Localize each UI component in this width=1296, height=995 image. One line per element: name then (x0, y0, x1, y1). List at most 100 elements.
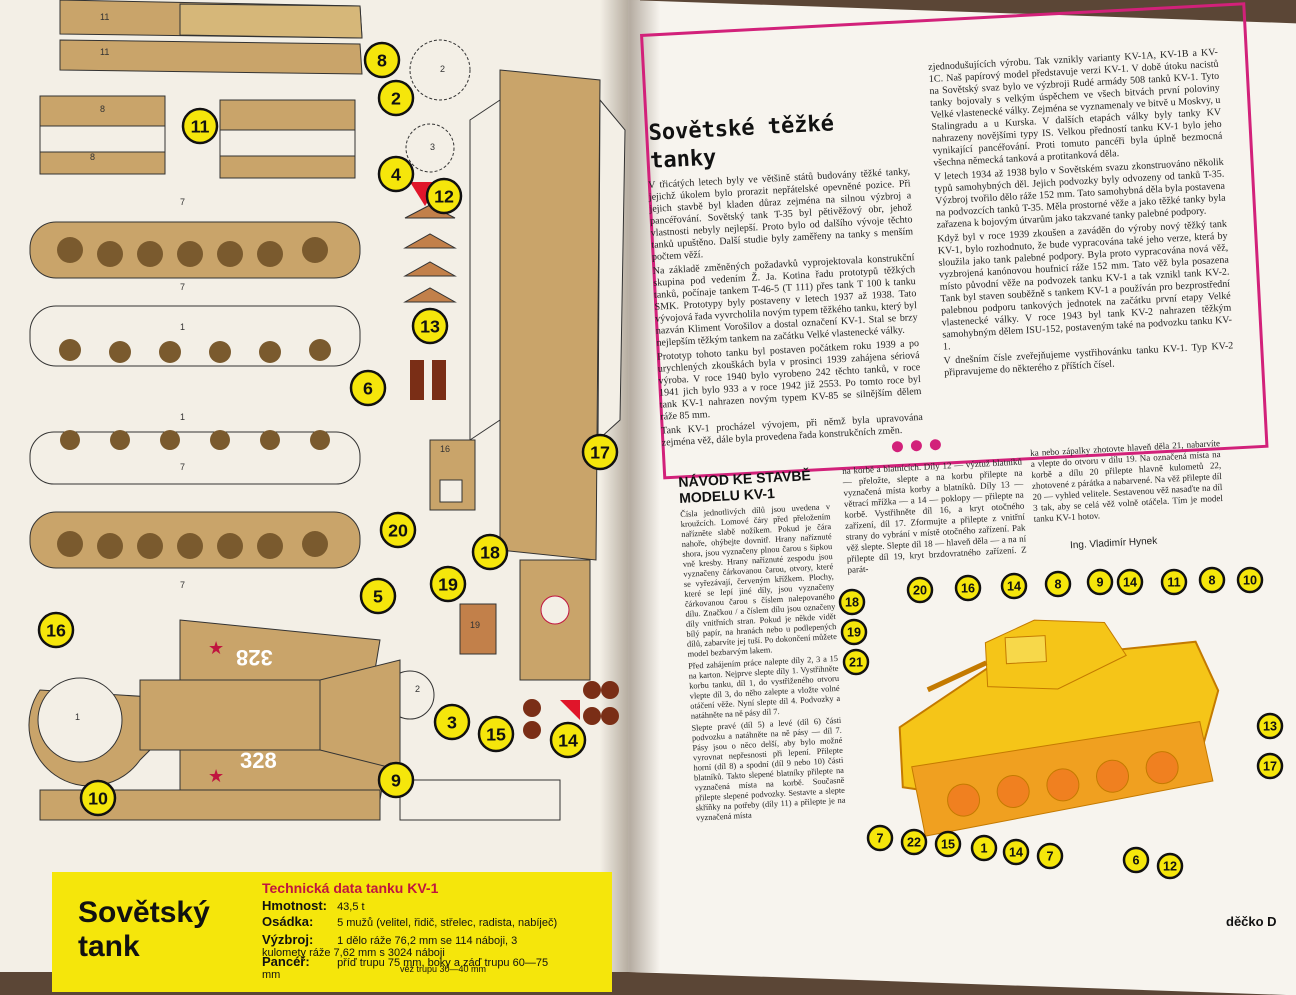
part-number-label: 12 (434, 186, 454, 206)
part-number-label: 17 (1263, 760, 1277, 774)
spec-value: 5 mužů (velitel, řidič, střelec, radista… (337, 917, 558, 929)
part-number-label: 19 (438, 574, 458, 594)
part-number-marker (1086, 568, 1114, 596)
outline-label: 1 (180, 412, 185, 422)
part-number-label: 8 (1208, 574, 1215, 588)
part-number-label: 7 (876, 832, 883, 846)
part-number-marker (359, 577, 397, 615)
outline-label: 7 (180, 282, 185, 292)
part-number-marker (1044, 570, 1072, 598)
outline-label: 7 (180, 197, 185, 207)
part-number-marker (906, 576, 934, 604)
part-number-marker (377, 155, 415, 193)
cutout-sheet: ★ ★ (28, 0, 626, 821)
triangles-part-12 (403, 204, 457, 303)
part-number-label: 14 (1123, 576, 1137, 590)
part-number-marker (1198, 566, 1226, 594)
part-number-marker (477, 715, 515, 753)
track-lower (29, 305, 361, 367)
part-number-marker (1160, 568, 1188, 596)
part-number-label: 11 (191, 116, 210, 136)
spec-extra: věž trupu 30—40 mm (400, 964, 487, 974)
part-number-marker (1116, 568, 1144, 596)
part-number-marker (363, 41, 401, 79)
part-number-marker (37, 611, 75, 649)
part-number-marker (471, 533, 509, 571)
part-number-label: 6 (363, 378, 373, 398)
part-number-marker (79, 779, 117, 817)
part-strip-top (59, 0, 363, 75)
small-parts-middle (410, 182, 619, 739)
part-number-marker (425, 177, 463, 215)
spec-label: Osádka: (262, 914, 314, 929)
part-number-label: 15 (941, 838, 955, 852)
track-3 (29, 430, 361, 485)
tech-box-title-line1: Sovětský (78, 896, 210, 929)
outline-label: 11 (100, 12, 109, 22)
part-number-label: 8 (1054, 578, 1061, 592)
part-number-label: 20 (388, 520, 408, 540)
part-boxes-11 (39, 95, 356, 179)
track-upper (29, 221, 361, 279)
part-number-label: 17 (590, 442, 610, 462)
tech-box-title: Sovětský tank (78, 896, 210, 964)
part-number-marker (433, 703, 471, 741)
part-number-marker (1236, 566, 1264, 594)
part-number-label: 8 (377, 50, 387, 70)
part-number-label: 14 (558, 730, 578, 750)
magazine-footer: děčko D (1226, 914, 1277, 929)
part-number-marker (349, 369, 387, 407)
part-number-label: 16 (46, 620, 66, 640)
part-number-label: 6 (1132, 854, 1139, 868)
part-number-marker (1256, 752, 1284, 780)
part-number-marker (840, 618, 868, 646)
part-number-label: 5 (373, 586, 383, 606)
outline-label: 3 (430, 142, 435, 152)
tech-box-title-line2: tank (78, 930, 140, 963)
part-number-marker (1156, 852, 1184, 880)
outline-label: 16 (440, 444, 450, 454)
part-number-marker (866, 824, 894, 852)
part-number-marker (1000, 572, 1028, 600)
part-number-label: 11 (1167, 576, 1180, 590)
part-number-label: 13 (420, 316, 440, 336)
part-number-label: 10 (88, 788, 108, 808)
part-number-label: 14 (1009, 846, 1023, 860)
part-number-marker (549, 721, 587, 759)
hull-part-1 (469, 69, 626, 681)
outline-label: 8 (100, 104, 105, 114)
part-strip-bottom (39, 779, 561, 821)
part-number-marker (429, 565, 467, 603)
track-4 (29, 511, 361, 569)
part-number-label: 4 (391, 164, 401, 184)
part-number-marker (1122, 846, 1150, 874)
turret-star-upper: ★ (208, 638, 224, 658)
part-number-label: 9 (391, 770, 401, 790)
outline-label: 11 (100, 47, 109, 57)
part-number-marker (377, 761, 415, 799)
part-number-label: 18 (480, 542, 500, 562)
part-number-label: 19 (847, 626, 861, 640)
outline-label: 1 (180, 322, 185, 332)
part-number-marker (1036, 842, 1064, 870)
spec-value: 1 dělo ráže 76,2 mm se 114 náboji, 3 kul… (262, 935, 518, 959)
part-number-marker (934, 830, 962, 858)
turret-star-lower: ★ (208, 766, 224, 786)
part-number-marker (838, 588, 866, 616)
part-number-label: 1 (980, 842, 987, 856)
outline-label: 2 (415, 684, 420, 694)
svg-text:★: ★ (208, 638, 224, 658)
outline-label: 7 (180, 580, 185, 590)
part-number-marker (954, 574, 982, 602)
part-number-label: 7 (1046, 850, 1053, 864)
spec-label: Hmotnost: (262, 898, 327, 913)
tech-box-heading: Technická data tanku KV-1 (262, 880, 439, 896)
part-number-label: 20 (913, 584, 927, 598)
spec-row-crew: Osádka: 5 mužů (velitel, řidič, střelec,… (262, 914, 562, 929)
outline-label: 1 (75, 712, 80, 722)
part-number-marker (970, 834, 998, 862)
part-number-label: 12 (1163, 860, 1177, 874)
part-number-marker (1002, 838, 1030, 866)
